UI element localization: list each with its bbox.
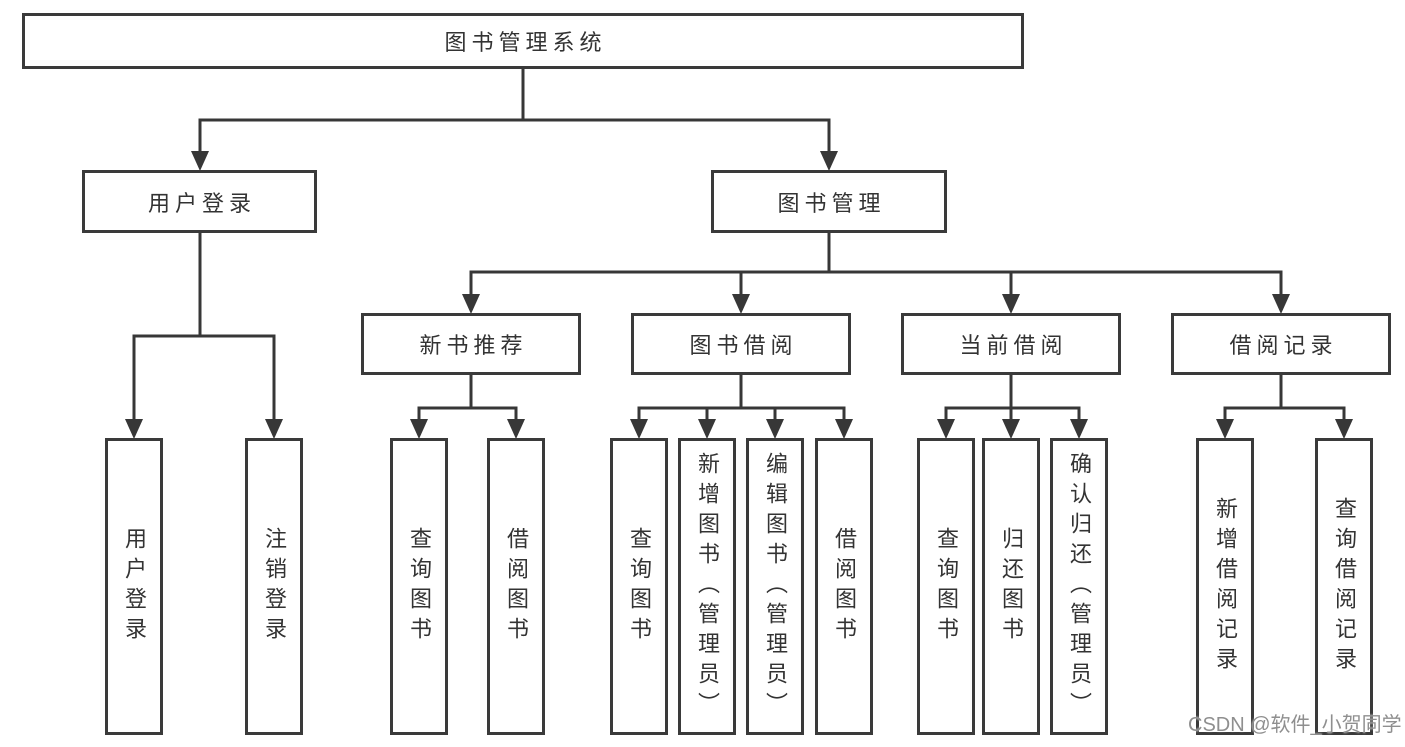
arrowhead xyxy=(410,419,428,439)
arrowhead xyxy=(820,151,838,171)
edge xyxy=(132,233,202,433)
edge xyxy=(521,69,831,165)
edge xyxy=(705,406,741,433)
edge xyxy=(198,233,276,433)
arrowhead xyxy=(766,419,784,439)
arrowhead xyxy=(462,294,480,314)
leaf-add-books-admin: 新增图书（管理员） xyxy=(678,438,736,735)
leaf-user-login: 用户登录 xyxy=(105,438,163,735)
leaf-label: 查询借阅记录 xyxy=(1332,496,1357,677)
edge xyxy=(739,270,829,308)
leaf-query-books: 查询图书 xyxy=(390,438,448,735)
arrowhead xyxy=(1070,419,1088,439)
leaf-label: 查询图书 xyxy=(407,526,432,647)
arrowhead xyxy=(630,419,648,439)
node-borrow-records: 借阅记录 xyxy=(1171,313,1391,375)
leaf-query-borrow-record: 查询借阅记录 xyxy=(1315,438,1373,735)
node-label: 用户登录 xyxy=(147,190,256,216)
node-label: 图书借阅 xyxy=(689,333,798,358)
leaf-confirm-return-admin: 确认归还（管理员） xyxy=(1050,438,1108,735)
arrowhead xyxy=(1335,419,1353,439)
edge xyxy=(741,406,846,433)
arrowhead xyxy=(937,419,955,439)
leaf-label: 确认归还（管理员） xyxy=(1067,451,1092,722)
edge xyxy=(198,69,525,165)
leaf-label: 用户登录 xyxy=(122,526,147,647)
leaf-label: 借阅图书 xyxy=(504,526,529,647)
leaf-query-books: 查询图书 xyxy=(917,438,975,735)
edge xyxy=(829,270,1013,308)
leaf-label: 新增图书（管理员） xyxy=(695,451,720,722)
node-library-system: 图书管理系统 xyxy=(22,13,1024,69)
edge xyxy=(469,233,831,308)
edge xyxy=(741,406,777,433)
node-label: 新书推荐 xyxy=(419,333,528,358)
leaf-label: 查询图书 xyxy=(627,526,652,647)
csdn-watermark: CSDN @软件_小贺同学 xyxy=(1188,714,1402,736)
node-new-book-recommend: 新书推荐 xyxy=(361,313,581,375)
leaf-label: 归还图书 xyxy=(999,526,1024,647)
arrowhead xyxy=(125,419,143,439)
node-label: 图书管理 xyxy=(777,190,886,216)
arrowhead xyxy=(1002,294,1020,314)
edge xyxy=(944,375,1013,433)
arrowhead xyxy=(835,419,853,439)
leaf-label: 编辑图书（管理员） xyxy=(763,451,788,722)
edge xyxy=(1281,406,1346,433)
edge xyxy=(417,375,473,433)
node-book-borrow: 图书借阅 xyxy=(631,313,851,375)
arrowhead xyxy=(1216,419,1234,439)
edge xyxy=(1011,406,1081,433)
leaf-edit-books-admin: 编辑图书（管理员） xyxy=(746,438,804,735)
leaf-borrow-books: 借阅图书 xyxy=(487,438,545,735)
leaf-label: 借阅图书 xyxy=(832,526,857,647)
leaf-add-borrow-record: 新增借阅记录 xyxy=(1196,438,1254,735)
edge xyxy=(829,270,1283,308)
node-label: 当前借阅 xyxy=(959,333,1068,358)
leaf-label: 查询图书 xyxy=(934,526,959,647)
leaf-return-books: 归还图书 xyxy=(982,438,1040,735)
node-user-login: 用户登录 xyxy=(82,170,317,233)
arrowhead xyxy=(265,419,283,439)
leaf-label: 注销登录 xyxy=(262,526,287,647)
edge xyxy=(471,406,518,433)
connector-edges xyxy=(132,69,1346,433)
arrowhead xyxy=(191,151,209,171)
edge xyxy=(637,375,743,433)
arrowhead xyxy=(1002,419,1020,439)
arrowhead xyxy=(698,419,716,439)
node-book-management: 图书管理 xyxy=(711,170,947,233)
leaf-borrow-books: 借阅图书 xyxy=(815,438,873,735)
edge xyxy=(1223,375,1283,433)
arrowhead xyxy=(732,294,750,314)
node-current-borrow: 当前借阅 xyxy=(901,313,1121,375)
node-label: 借阅记录 xyxy=(1229,333,1338,358)
node-label: 图书管理系统 xyxy=(444,30,607,55)
leaf-query-books: 查询图书 xyxy=(610,438,668,735)
leaf-label: 新增借阅记录 xyxy=(1213,496,1238,677)
leaf-logout: 注销登录 xyxy=(245,438,303,735)
arrowhead xyxy=(507,419,525,439)
arrowhead xyxy=(1272,294,1290,314)
